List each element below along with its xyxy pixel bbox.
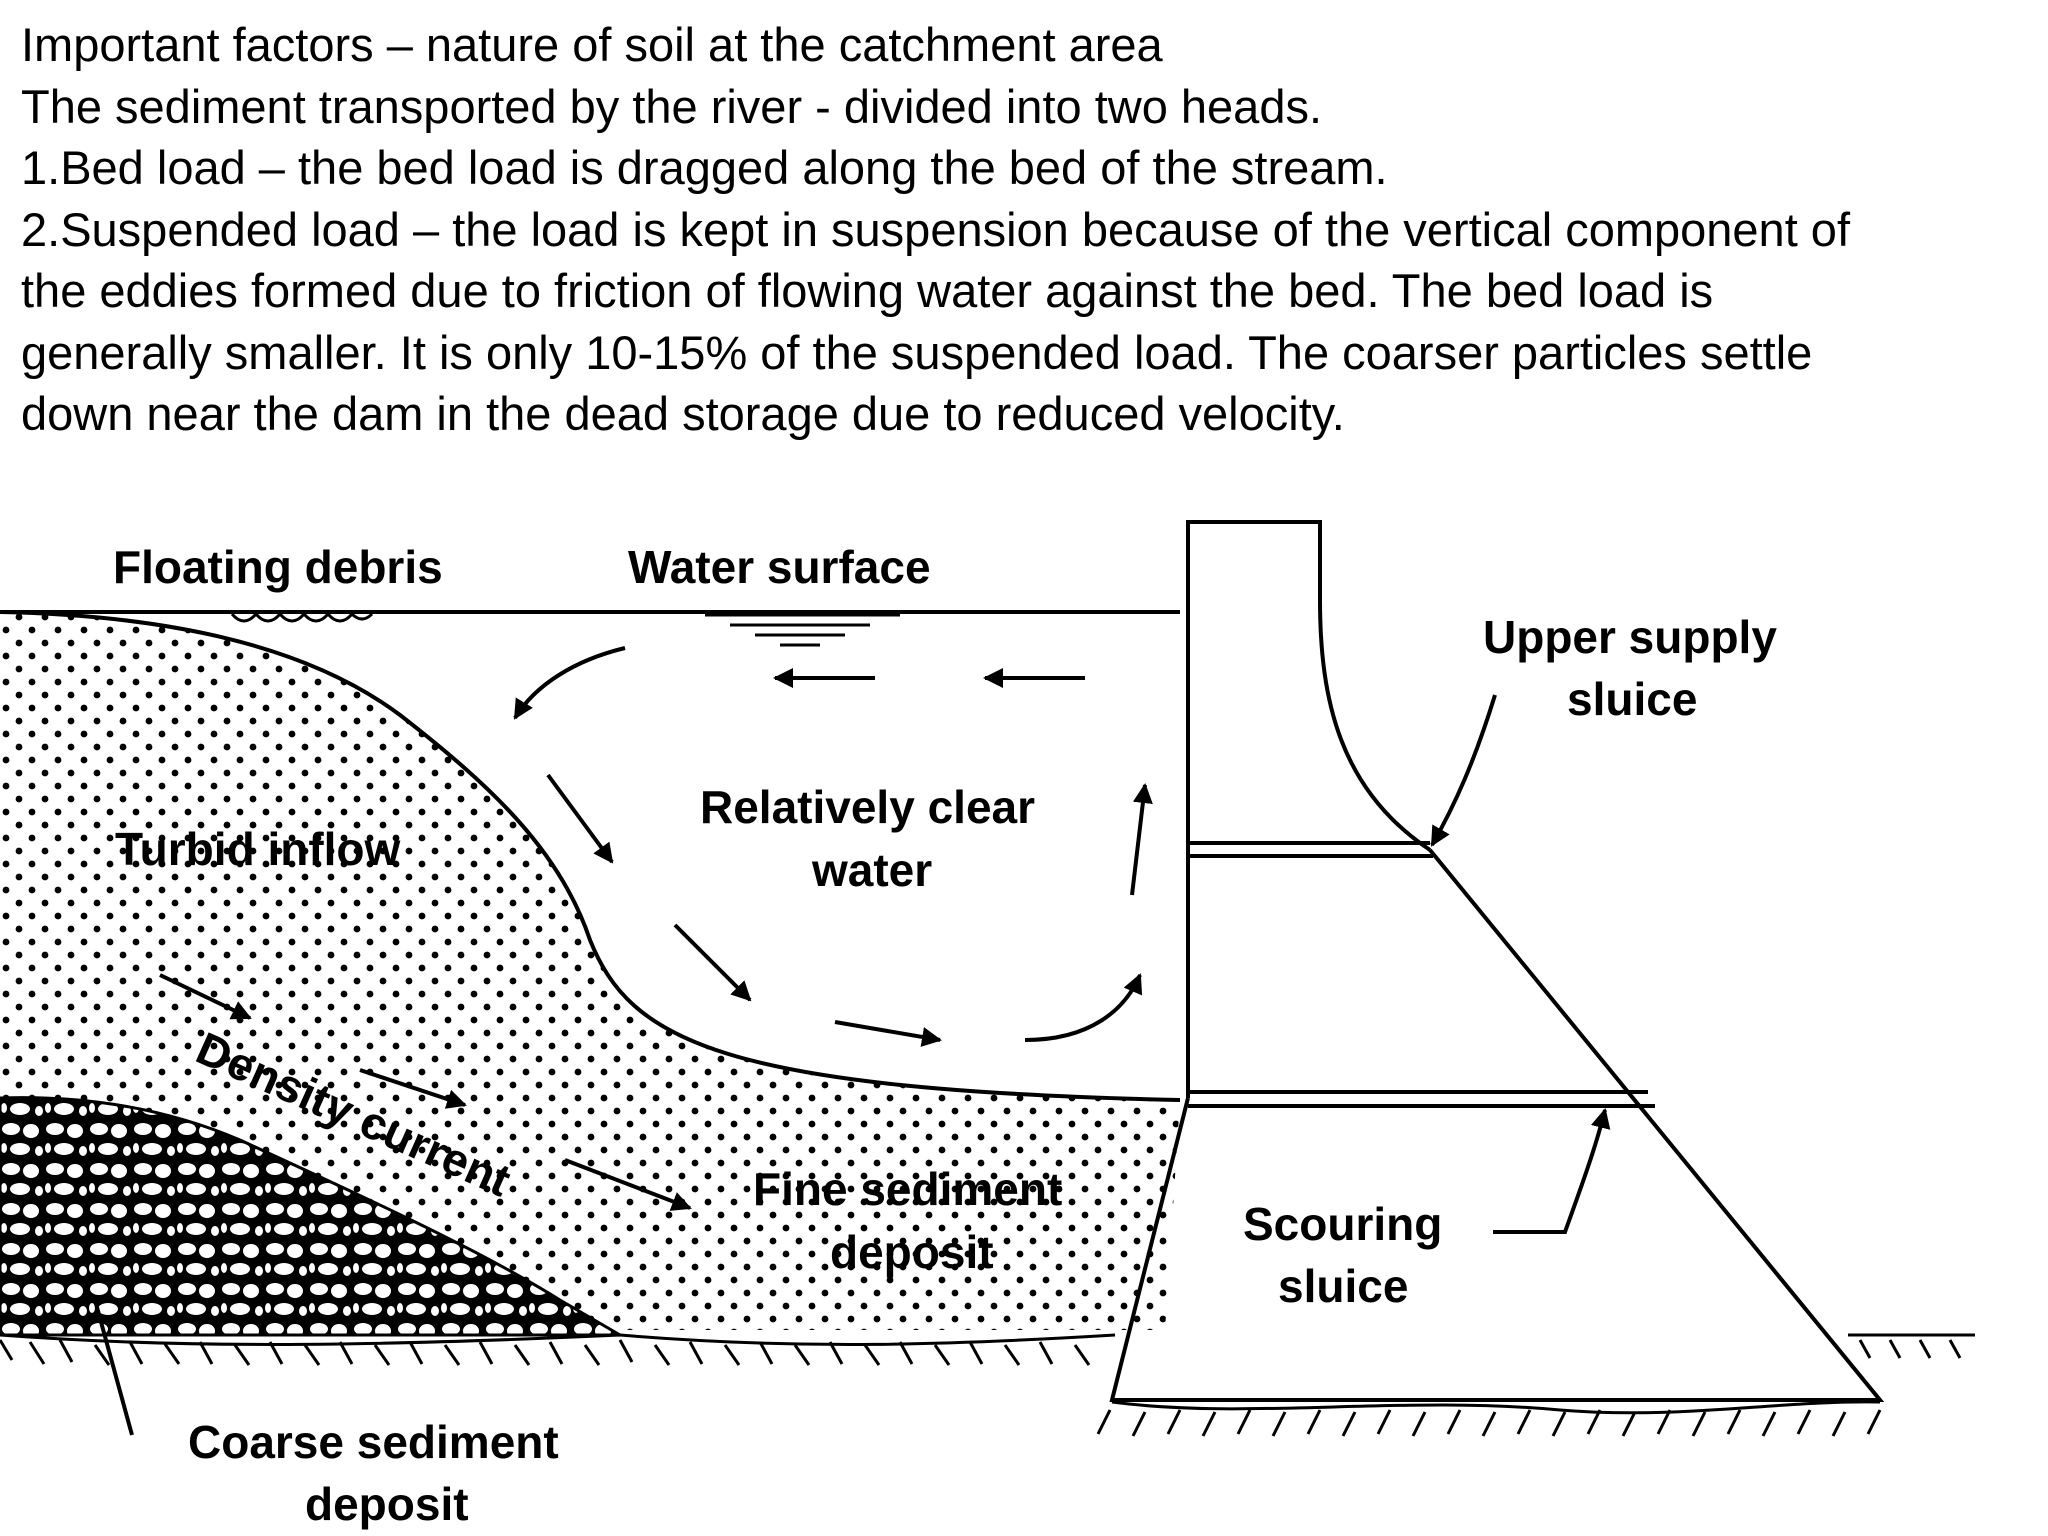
density-arrow-1 (159, 973, 252, 1020)
relatively-clear-water-label-2: water (811, 844, 932, 896)
relatively-clear-water-label-1: Relatively clear (700, 781, 1035, 833)
upper-supply-sluice-label-2: sluice (1567, 673, 1697, 725)
flow-arrow-curve-up (1024, 973, 1143, 1042)
coarse-sediment-region (0, 1096, 626, 1337)
turbid-clear-boundary (0, 610, 1181, 1102)
floating-debris (230, 611, 374, 623)
scouring-sluice-label-2: sluice (1278, 1260, 1408, 1312)
coarse-deposit-pointer (93, 1299, 134, 1436)
flow-arrow-slope-2 (673, 923, 752, 1002)
turbid-inflow-region (0, 612, 1180, 1330)
flow-arrows (93, 646, 1611, 1436)
coarse-sediment-deposit-label-2: deposit (305, 1478, 469, 1530)
flow-arrow-bottom (834, 1020, 942, 1047)
scouring-sluice-pointer (1493, 1108, 1611, 1234)
turbid-inflow-label: Turbid inflow (115, 823, 401, 875)
text-line-5: the eddies formed due to friction of flo… (21, 264, 1714, 317)
fine-sediment-deposit-label-2: deposit (830, 1226, 994, 1278)
upper-sluice-pointer (1430, 694, 1497, 847)
water-surface-label: Water surface (628, 541, 931, 593)
floating-debris-label: Floating debris (113, 541, 443, 593)
text-line-2: The sediment transported by the river - … (21, 79, 1323, 133)
water-surface-symbol (705, 613, 900, 647)
flow-arrow-curve-down (513, 646, 626, 720)
text-block: Important factors – nature of soil at th… (21, 14, 2036, 445)
density-arrow-3 (564, 1158, 692, 1211)
density-arrow-2 (359, 1068, 467, 1109)
dam (1109, 520, 1885, 1402)
text-line-4: 2.Suspended load – the load is kept in s… (21, 202, 1851, 256)
flow-arrow-slope-1 (546, 773, 614, 864)
ground-hatching (0, 1333, 1975, 1437)
text-line-1: Important factors – nature of soil at th… (21, 18, 1163, 71)
text-line-3: 1.Bed load – the bed load is dragged alo… (21, 141, 1388, 194)
fine-sediment-deposit-label-1: Fine sediment (753, 1163, 1062, 1215)
flow-arrow-up (1130, 783, 1153, 896)
upper-supply-sluice-label-1: Upper supply (1483, 611, 1777, 663)
text-line-6: generally smaller. It is only 10-15% of … (21, 325, 1813, 379)
coarse-sediment-deposit-label-1: Coarse sediment (188, 1416, 559, 1468)
text-line-7: down near the dam in the dead storage du… (21, 387, 1345, 440)
scouring-sluice-label-1: Scouring (1243, 1198, 1442, 1250)
